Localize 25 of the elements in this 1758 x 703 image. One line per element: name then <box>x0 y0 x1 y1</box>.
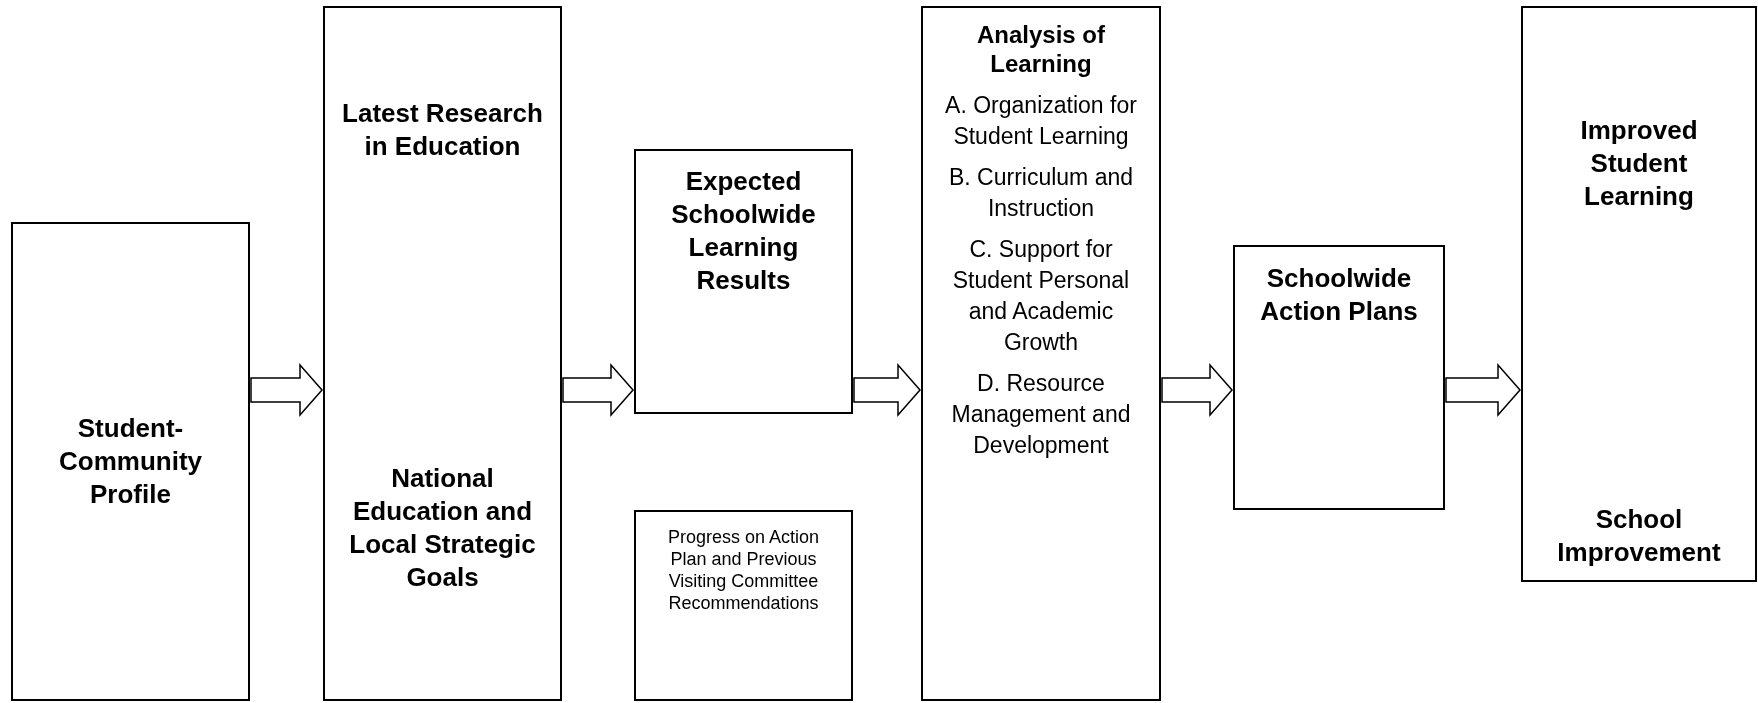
node-text: B. Curriculum and Instruction <box>947 163 1135 223</box>
node-text: Expected Schoolwide Learning Results <box>670 165 817 297</box>
node-text: National Education and Local Strategic Goals <box>348 462 537 594</box>
block-arrow <box>562 363 634 417</box>
process-box <box>634 149 853 414</box>
node-text: Improved Student Learning <box>1579 114 1699 213</box>
node-text: Analysis of Learning <box>975 20 1106 78</box>
node-text: C. Support for Student Personal and Academic Growth <box>951 235 1131 357</box>
node-text: Schoolwide Action Plans <box>1259 262 1419 328</box>
process-box <box>323 6 562 701</box>
node-text: Student-Community Profile <box>58 412 203 511</box>
process-box <box>11 222 250 701</box>
process-box <box>634 510 853 701</box>
node-text: D. Resource Management and Development <box>950 369 1132 460</box>
node-text: Latest Research in Education <box>341 97 544 163</box>
node-text: A. Organization for Student Learning <box>944 91 1138 151</box>
process-box <box>921 6 1161 701</box>
process-box <box>1521 6 1757 582</box>
block-arrow <box>853 363 921 417</box>
block-arrow <box>1445 363 1521 417</box>
block-arrow <box>1161 363 1233 417</box>
node-text: Progress on Action Plan and Previous Visiting Committee Recommendations <box>666 526 821 614</box>
process-box <box>1233 245 1445 510</box>
block-arrow <box>250 363 323 417</box>
node-text: School Improvement <box>1556 503 1722 569</box>
